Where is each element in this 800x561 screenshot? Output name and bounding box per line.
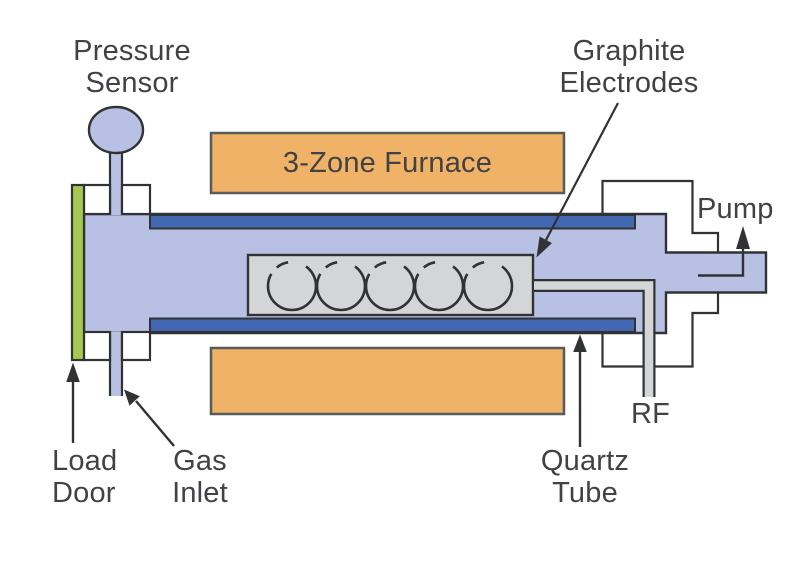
gas-inlet-arrowhead	[124, 389, 140, 406]
furnace-top-block	[209, 131, 566, 195]
graphite-electrodes-label: Graphite Electrodes	[559, 35, 699, 99]
quartz-tube-label: Quartz Tube	[540, 445, 630, 509]
quartz-liner-bottom	[149, 317, 636, 333]
furnace-bottom-block	[209, 346, 566, 416]
pressure-sensor-stem	[111, 149, 121, 215]
load-door	[70, 183, 86, 362]
flange-bottom-right	[120, 330, 152, 362]
graphite-leader-line	[545, 102, 619, 241]
graphite-arrowhead	[536, 236, 552, 258]
gas-inlet-arrow-shaft	[135, 400, 175, 447]
quartz-tube-arrowhead	[573, 334, 587, 352]
rf-rod	[534, 281, 654, 397]
furnace-label: 3-Zone Furnace	[282, 146, 493, 179]
flange-top-left	[82, 183, 112, 216]
pump-housing-outline-top	[601, 179, 720, 253]
electrode-block	[246, 253, 535, 317]
flange-top-right	[120, 183, 152, 216]
electrode-coils	[266, 260, 514, 312]
pump-line	[698, 249, 745, 277]
load-door-arrowhead	[66, 362, 80, 382]
electrode-coil	[462, 260, 514, 312]
load-door-label: Load Door	[52, 445, 118, 509]
pump-label: Pump	[697, 193, 774, 225]
pressure-sensor-label: Pressure Sensor	[73, 35, 191, 99]
pressure-sensor-bulb	[87, 105, 145, 155]
flange-bottom-left	[82, 330, 112, 362]
pump-housing-outline-bottom	[601, 292, 720, 368]
gas-inlet-label: Gas Inlet	[172, 445, 228, 509]
pump-arrowhead	[736, 226, 750, 249]
rf-label: RF	[631, 398, 671, 430]
gas-inlet-stem	[111, 332, 121, 396]
quartz-liner-top	[149, 214, 636, 230]
